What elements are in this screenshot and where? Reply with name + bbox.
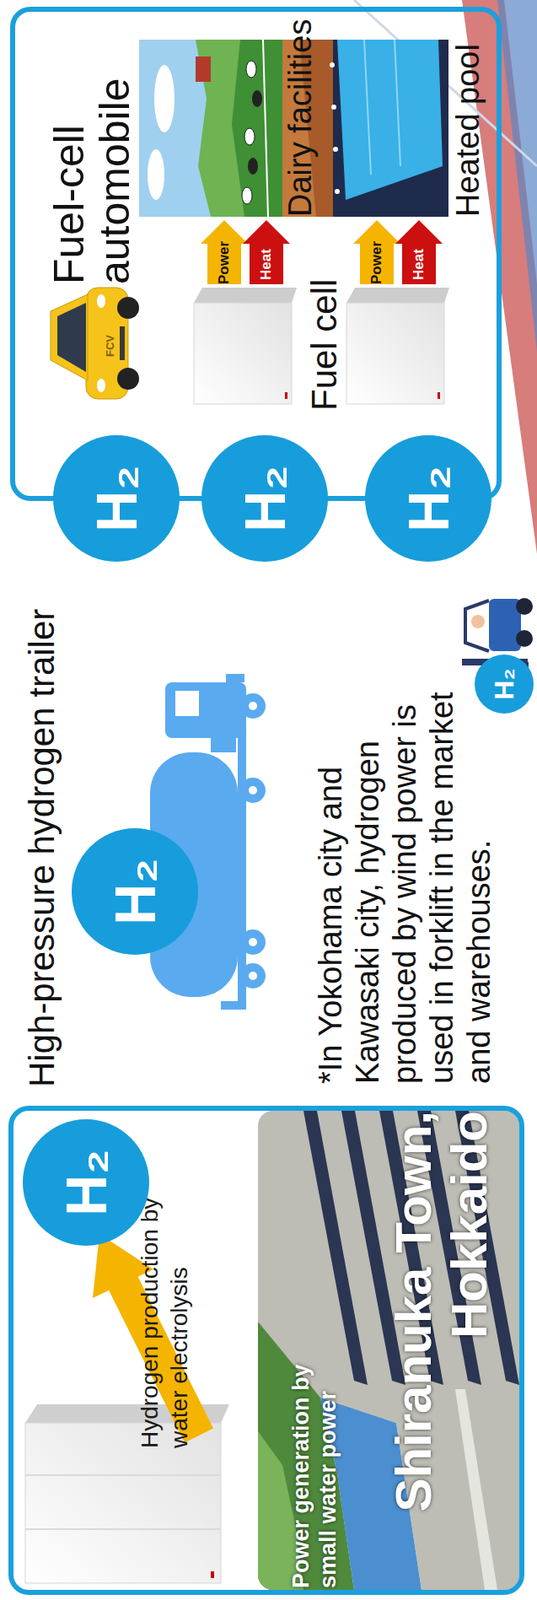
trailer-truck — [248, 701, 258, 710]
power-heat-arrows — [242, 220, 290, 285]
group-box: H₂Hydrogen production by water electroly… — [8, 1105, 525, 1595]
dairy-photo — [139, 39, 283, 217]
dairy-photo — [154, 64, 175, 133]
trailer-truck — [240, 962, 266, 989]
fuel-cell-unit — [346, 287, 450, 303]
fuel-cell-unit — [346, 302, 445, 404]
box-text: Power generation by small water power — [287, 1334, 343, 1588]
trailer-truck — [165, 681, 247, 738]
pool-photo — [331, 104, 337, 110]
box-text: Fuel-cell automobile — [46, 14, 138, 285]
box-text: Fuel cell — [305, 241, 344, 411]
fuel-cell-car — [50, 287, 140, 399]
dairy-photo — [244, 128, 255, 145]
dam-photo — [455, 1388, 498, 1590]
forklift-icon — [515, 597, 533, 615]
dairy-photo — [241, 187, 253, 205]
pool-photo — [337, 39, 443, 200]
dairy-photo — [147, 149, 165, 200]
trailer-truck — [225, 673, 245, 682]
fuel-cell-car — [117, 367, 140, 390]
fuel-cell-unit — [193, 287, 297, 404]
electrolyzer-unit — [210, 1570, 215, 1578]
power-heat-arrows — [200, 220, 443, 285]
hydrogen-circle: H₂ — [365, 434, 492, 562]
fuel-cell-car — [119, 326, 125, 360]
dairy-photo — [246, 60, 257, 78]
trailer-truck — [248, 785, 258, 795]
dam-photo — [257, 1110, 520, 1590]
hydrogen-circle: H₂ — [22, 1118, 150, 1246]
dairy-photo — [247, 157, 258, 175]
forklift-icon — [465, 600, 489, 651]
power-heat-arrows — [395, 220, 443, 285]
fuel-cell-unit — [193, 287, 297, 303]
flow-label: Power — [368, 241, 386, 285]
dairy-photo — [139, 39, 283, 217]
fuel-cell-unit — [437, 392, 441, 399]
power-heat-arrows — [200, 220, 248, 285]
pool-photo — [364, 39, 371, 175]
hydrogen-circle: H₂ — [201, 434, 328, 562]
fuel-cell-car — [117, 296, 140, 319]
forklift-icon — [471, 614, 485, 629]
box-text: Heated pool — [451, 0, 487, 217]
dairy-photo — [195, 56, 211, 82]
trailer-truck — [175, 690, 199, 716]
chemical-formula: H₂ — [22, 1118, 150, 1246]
fuel-cell-unit — [346, 287, 450, 404]
forklift-icon — [515, 629, 533, 647]
power-heat-arrows — [353, 220, 401, 285]
pool-photo — [334, 188, 340, 194]
circle-fill — [365, 434, 492, 562]
chemical-formula: H₂ — [201, 434, 328, 562]
dam-photo — [257, 1110, 520, 1590]
fuel-cell-car — [96, 294, 106, 308]
group-box: Fuel-cell automobileFuel cellDairy facil… — [10, 6, 502, 501]
chemical-formula: H₂ — [474, 654, 534, 714]
fuel-cell-car — [96, 378, 106, 393]
flow-label: Power — [215, 241, 233, 285]
box-text: Hydrogen production by water electrolysi… — [134, 1177, 194, 1448]
box-text: Shiranuka Town, Hokkaido — [386, 1110, 498, 1583]
flow-label: Heat — [410, 248, 428, 280]
trailer-truck — [220, 1000, 238, 1010]
fuel-cell-car — [57, 302, 86, 372]
circle-fill — [71, 827, 199, 955]
chemical-formula: H₂ — [71, 827, 199, 955]
circle-fill — [474, 654, 534, 714]
car-badge: FCV — [104, 334, 118, 357]
trailer-truck — [240, 777, 266, 803]
electrolyzer-unit — [25, 1527, 221, 1530]
dam-photo — [257, 1110, 520, 1590]
note-text: *In Yokohama city and Kawasaki city, hyd… — [311, 661, 498, 1084]
chemical-formula: H₂ — [365, 434, 492, 562]
decor-band — [497, 0, 537, 352]
trailer-truck — [248, 971, 258, 980]
fuel-cell-car — [50, 294, 88, 381]
hydrogen-circle: H₂ — [71, 827, 199, 955]
hydrogen-circle: H₂ — [474, 654, 534, 714]
pool-photo — [394, 39, 401, 167]
pool-photo — [332, 146, 339, 152]
dairy-photo — [231, 39, 283, 217]
circle-fill — [53, 434, 180, 562]
electrolyzer-unit — [25, 1473, 221, 1476]
section-title: High-pressure hydrogen trailer — [21, 608, 63, 1087]
hydrogen-circle: H₂ — [53, 434, 180, 562]
trailer-truck — [240, 692, 266, 719]
fuel-cell-unit — [193, 302, 292, 404]
circle-fill — [201, 434, 328, 562]
dairy-photo — [195, 39, 283, 217]
dairy-photo — [263, 39, 269, 217]
pool-photo — [329, 62, 335, 68]
fuel-cell-unit — [284, 392, 288, 399]
dairy-photo — [252, 90, 263, 108]
trailer-truck — [248, 937, 258, 946]
circle-fill — [22, 1118, 150, 1246]
box-text: Dairy facilities — [283, 0, 319, 217]
chemical-formula: H₂ — [53, 434, 180, 562]
trailer-truck — [240, 929, 266, 955]
flow-label: Heat — [257, 248, 275, 280]
